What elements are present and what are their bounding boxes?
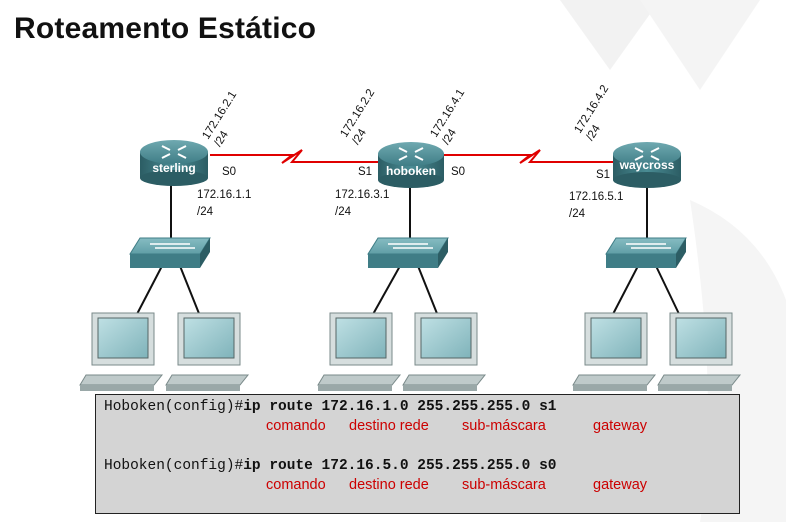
command-line-2: Hoboken(config)#ip route 172.16.5.0 255.… [104,458,557,474]
router-label-sterling: sterling [152,161,195,175]
waycross-lan-mask: /24 [569,208,586,220]
serial-link-sterling-hoboken [210,149,380,164]
pc-6 [657,312,742,391]
command-prompt-1: Hoboken(config)# [104,399,244,415]
command-text-2: ip route 172.16.5.0 255.255.255.0 s0 [243,458,557,474]
switch-sterling-lan [129,237,211,268]
pc-3 [317,312,402,391]
hoboken-lan-mask: /24 [335,206,352,218]
command-box: Hoboken(config)#ip route 172.16.1.0 255.… [95,394,740,514]
command-prompt-2: Hoboken(config)# [104,458,244,474]
switch-waycross-lan [605,237,687,268]
router-label-hoboken: hoboken [386,164,436,178]
sterling-s0-label: S0 [222,166,236,178]
sterling-lan-mask: /24 [197,206,214,218]
pc-4 [402,312,487,391]
annotation-comando-2: comando [266,477,326,493]
hoboken-s1-label: S1 [358,166,372,178]
serial-link-hoboken-waycross [442,149,614,164]
annotation-mascara-1: sub-máscara [462,418,546,434]
router-label-waycross: waycross [619,158,675,172]
router-sterling: sterling [140,140,208,186]
annotation-mascara-2: sub-máscara [462,477,546,493]
switch-hoboken-lan [367,237,449,268]
pc-2 [165,312,250,391]
page-title: Roteamento Estático [14,12,317,45]
annotation-comando-1: comando [266,418,326,434]
annotation-gateway-2: gateway [593,477,648,493]
waycross-s1-label: S1 [596,169,610,181]
router-waycross: waycross [613,142,681,188]
router-hoboken: hoboken [378,142,444,188]
hoboken-s0-label: S0 [451,166,465,178]
pc-1 [79,312,164,391]
waycross-lan-ip: 172.16.5.1 [569,191,623,203]
command-text-1: ip route 172.16.1.0 255.255.255.0 s1 [243,399,557,415]
command-line-1: Hoboken(config)#ip route 172.16.1.0 255.… [104,399,557,415]
annotation-destino-1: destino rede [349,418,429,434]
annotation-gateway-1: gateway [593,418,648,434]
hoboken-lan-ip: 172.16.3.1 [335,189,389,201]
annotation-destino-2: destino rede [349,477,429,493]
sterling-lan-ip: 172.16.1.1 [197,189,251,201]
pc-5 [572,312,657,391]
